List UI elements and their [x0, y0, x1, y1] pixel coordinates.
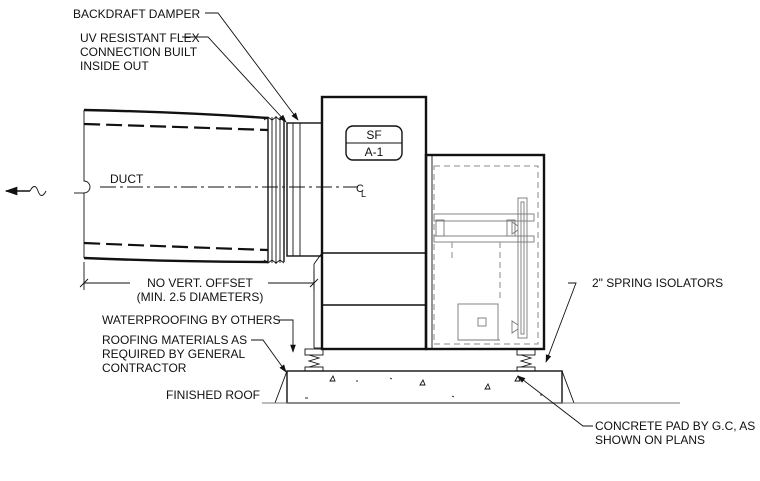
svg-text:L: L [361, 189, 366, 199]
label-duct: DUCT [110, 172, 144, 186]
duct [74, 108, 269, 264]
equipment-tag-bottom: A-1 [365, 145, 384, 159]
concrete-pad [274, 370, 575, 404]
label-waterproofing: WATERPROOFING BY OTHERS [102, 313, 280, 327]
airflow-arrow [4, 186, 47, 196]
label-roofing-2: REQUIRED BY GENERAL [102, 347, 245, 361]
flex-connection [263, 116, 285, 264]
label-uv-flex-3: INSIDE OUT [80, 59, 149, 73]
svg-text:C: C [356, 183, 364, 195]
label-uv-flex-2: CONNECTION BUILT [80, 45, 198, 59]
leader-lines [182, 12, 593, 427]
centerline-symbol: C L [356, 183, 366, 199]
backdraft-damper [286, 122, 323, 257]
label-roofing-3: CONTRACTOR [102, 361, 187, 375]
motor-section [424, 153, 546, 351]
spring-isolator-left [304, 348, 324, 372]
label-concrete-pad-2: SHOWN ON PLANS [595, 433, 705, 447]
label-concrete-pad-1: CONCRETE PAD BY G.C, AS [595, 419, 755, 433]
label-roofing-1: ROOFING MATERIALS AS [102, 333, 247, 347]
offset-dimension [79, 262, 319, 290]
label-spring-isolators: 2" SPRING ISOLATORS [592, 276, 723, 290]
label-no-vert-offset-1: NO VERT. OFFSET [147, 276, 253, 290]
label-uv-flex-1: UV RESISTANT FLEX [80, 31, 200, 45]
label-finished-roof: FINISHED ROOF [166, 388, 260, 402]
equipment-tag-top: SF [366, 128, 381, 142]
label-backdraft-damper: BACKDRAFT DAMPER [73, 7, 200, 21]
equipment-tag: SF A-1 [345, 125, 403, 161]
spring-isolator-right [516, 348, 536, 372]
label-no-vert-offset-2: (MIN. 2.5 DIAMETERS) [137, 290, 264, 304]
